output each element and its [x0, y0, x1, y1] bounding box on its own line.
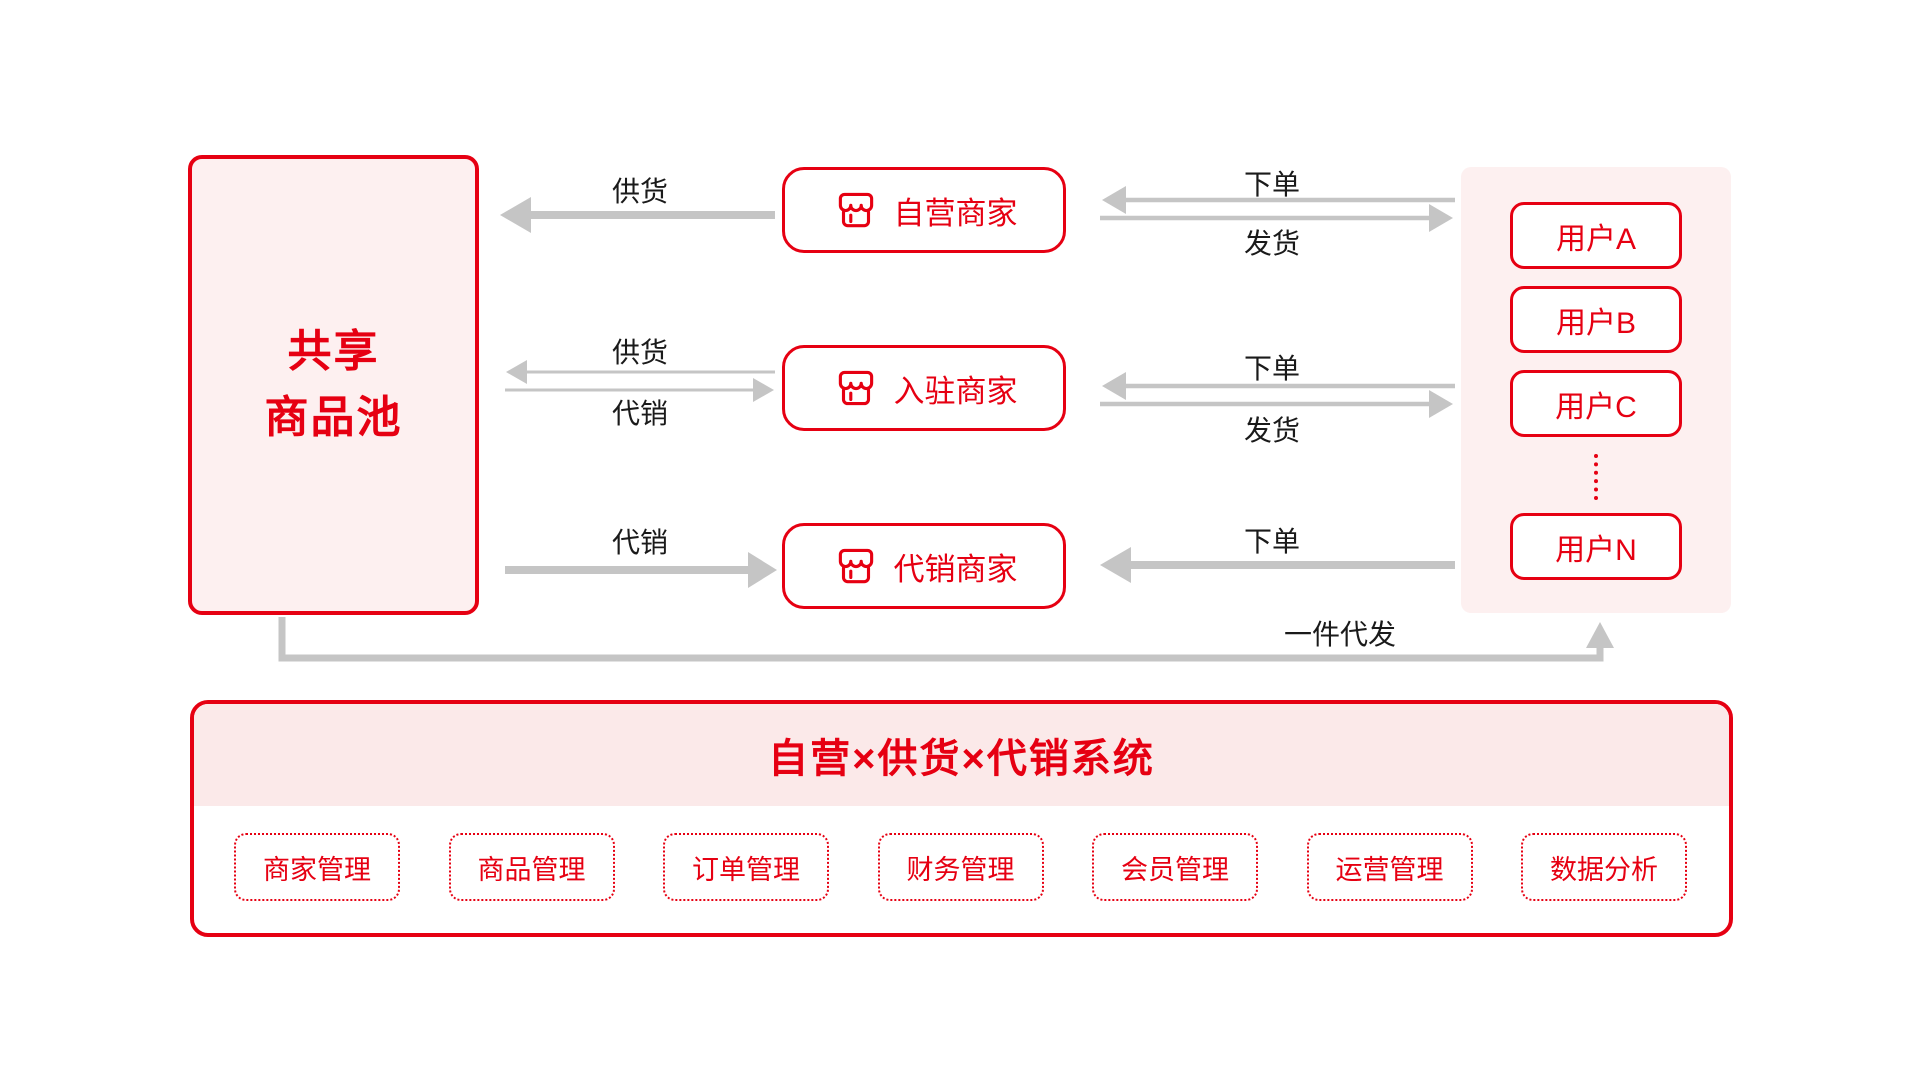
merchant-label: 自营商家 — [893, 195, 1018, 231]
label-ship-2: 发货 — [1243, 415, 1301, 446]
merchant-consignment-box: 代销商家 — [782, 523, 1066, 609]
merchant-self-operated-box: 自营商家 — [782, 167, 1066, 253]
arrowhead-supply-2 — [506, 360, 527, 384]
system-title: 自营×供货×代销系统 — [194, 704, 1729, 806]
storefront-icon — [838, 370, 873, 406]
merchant-settled-box: 入驻商家 — [782, 345, 1066, 431]
arrowhead-supply-1 — [500, 197, 531, 233]
label-supply-2: 供货 — [611, 337, 669, 368]
user-n-box: 用户N — [1510, 513, 1682, 580]
pool-title-line1: 共享 — [287, 327, 380, 376]
label-order-1: 下单 — [1243, 169, 1301, 200]
label-consign-2: 代销 — [611, 398, 669, 429]
user-b-box: 用户B — [1510, 286, 1682, 353]
shared-product-pool-box: 共享 商品池 — [188, 155, 479, 615]
module-order-mgmt: 订单管理 — [663, 833, 829, 901]
module-finance-mgmt: 财务管理 — [877, 833, 1044, 901]
label-order-3: 下单 — [1243, 526, 1301, 557]
merchant-label: 入驻商家 — [893, 373, 1018, 409]
arrowhead-ship-2 — [1429, 390, 1453, 418]
module-member-mgmt: 会员管理 — [1092, 833, 1258, 901]
module-data-analysis: 数据分析 — [1521, 833, 1687, 901]
label-consign-3: 代销 — [611, 527, 669, 558]
arrowhead-order-2 — [1102, 372, 1126, 400]
label-dropship: 一件代发 — [1283, 619, 1397, 650]
system-modules: 商家管理 商品管理 订单管理 财务管理 会员管理 运营管理 数据分析 — [234, 833, 1687, 901]
arrowhead-consign-2 — [753, 378, 774, 402]
label-supply-1: 供货 — [611, 176, 669, 207]
storefront-icon — [838, 192, 873, 228]
label-ship-1: 发货 — [1243, 228, 1301, 259]
module-merchant-mgmt: 商家管理 — [234, 833, 400, 901]
arrowhead-consign-3 — [748, 552, 777, 588]
module-operation-mgmt: 运营管理 — [1306, 833, 1473, 901]
users-panel: 用户A 用户B 用户C 用户N — [1461, 167, 1731, 613]
arrow-dropship — [278, 617, 1604, 662]
system-box: 自营×供货×代销系统 商家管理 商品管理 订单管理 财务管理 会员管理 运营管理… — [190, 700, 1733, 937]
user-a-box: 用户A — [1510, 202, 1682, 269]
merchant-label: 代销商家 — [893, 551, 1018, 587]
module-product-mgmt: 商品管理 — [448, 833, 615, 901]
users-ellipsis-dots — [1594, 454, 1598, 500]
arrowhead-order-3 — [1100, 547, 1131, 583]
arrowhead-order-1 — [1102, 186, 1126, 214]
arrowhead-dropship — [1586, 622, 1614, 648]
arrowhead-ship-1 — [1429, 204, 1453, 232]
storefront-icon — [838, 548, 873, 584]
pool-title-line2: 商品池 — [264, 393, 403, 442]
user-c-box: 用户C — [1510, 370, 1682, 437]
label-order-2: 下单 — [1243, 353, 1301, 384]
